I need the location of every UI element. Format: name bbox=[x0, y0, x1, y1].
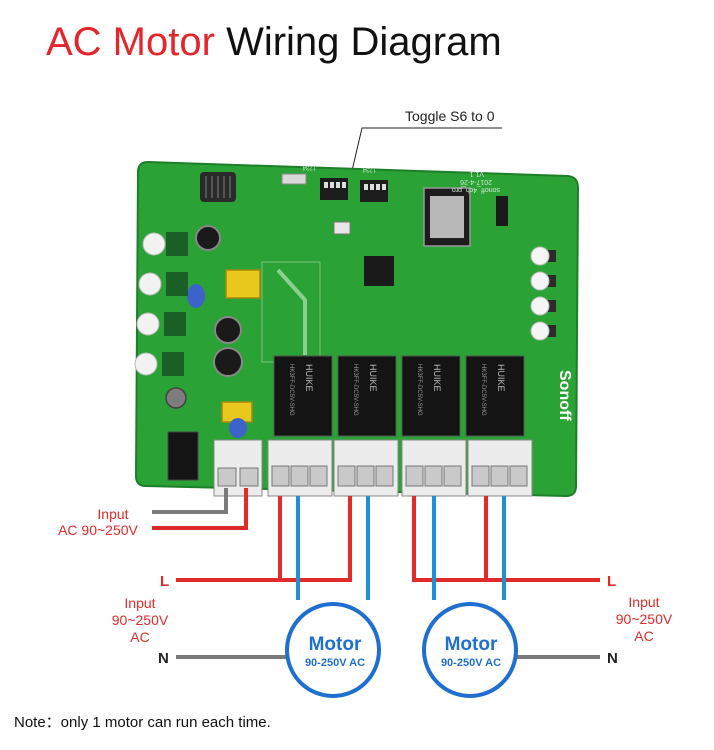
capacitor-2 bbox=[214, 316, 242, 344]
relay-brand: HUIKE bbox=[432, 364, 442, 392]
silk-date: 2017-4-26 bbox=[460, 178, 492, 185]
relay-model: HK3FF-DC5V-SHG bbox=[480, 364, 486, 416]
dip-switch-s6 bbox=[320, 178, 348, 200]
l-label-right: L bbox=[607, 573, 616, 590]
terminal-block-2 bbox=[333, 439, 399, 497]
left-input-line1: Input bbox=[124, 595, 155, 611]
relay-1: HUIKE HK3FF-DC5V-SHG bbox=[273, 355, 333, 437]
left-input-line3: AC bbox=[130, 629, 149, 645]
antenna-coil bbox=[200, 172, 236, 202]
motor-2-voltage: 90-250V AC bbox=[441, 657, 501, 669]
relay-brand: HUIKE bbox=[368, 364, 378, 392]
silk-revision: V1.1 bbox=[469, 170, 484, 177]
led-3 bbox=[530, 296, 556, 316]
motor-1-label: Motor bbox=[309, 634, 362, 655]
led-2 bbox=[530, 271, 556, 291]
header-pins bbox=[496, 196, 508, 226]
relay-model: HK3FF-DC5V-SHG bbox=[416, 364, 422, 416]
relay-brand: HUIKE bbox=[304, 364, 314, 392]
toggle-callout-text: Toggle S6 to 0 bbox=[405, 108, 495, 124]
wifi-module-shield bbox=[430, 196, 464, 238]
terminal-block-3 bbox=[401, 439, 467, 497]
varistor bbox=[187, 284, 205, 308]
n-label-left: N bbox=[158, 650, 169, 667]
relay-2: HUIKE HK3FF-DC5V-SHG bbox=[337, 355, 397, 437]
motor-1: Motor 90-250V AC bbox=[285, 602, 381, 698]
dc-power-jack bbox=[167, 431, 199, 481]
capacitor-3 bbox=[213, 347, 243, 377]
controller-board: 2017-4-26 V1.1 sonoff_4ch_pro 1234 1234 … bbox=[134, 160, 580, 498]
silk-switch-b: 1234 bbox=[362, 166, 376, 172]
terminal-block-1 bbox=[267, 439, 333, 497]
input-label-line1: Input bbox=[97, 506, 128, 522]
n-label-right: N bbox=[607, 650, 618, 667]
crystal bbox=[281, 173, 307, 185]
relay-3: HUIKE HK3FF-DC5V-SHG bbox=[401, 355, 461, 437]
title-red-part: AC Motor bbox=[46, 20, 215, 64]
relay-4: HUIKE HK3FF-DC5V-SHG bbox=[465, 355, 525, 437]
input-neutral-wire bbox=[152, 488, 228, 514]
footer-note: Note：only 1 motor can run each time. bbox=[14, 714, 271, 731]
terminal-block-4 bbox=[467, 439, 533, 497]
input-line-wire bbox=[152, 488, 248, 530]
button-4 bbox=[134, 352, 184, 376]
silk-model: sonoff_4ch_pro bbox=[452, 186, 500, 193]
led-4 bbox=[530, 321, 556, 341]
right-input-line3: AC bbox=[634, 628, 653, 644]
right-input-line2: 90~250V bbox=[616, 611, 673, 627]
terminal-block-power bbox=[213, 439, 263, 497]
left-input-line2: 90~250V bbox=[112, 612, 169, 628]
toggle-switch-s6 bbox=[333, 221, 351, 235]
button-3 bbox=[136, 312, 186, 336]
silk-switch-a: 1234 bbox=[302, 164, 316, 170]
l-bus-right bbox=[412, 496, 600, 582]
diagram-title: AC Motor Wiring Diagram bbox=[46, 22, 502, 62]
mcu-chip bbox=[364, 256, 394, 286]
right-input-line1: Input bbox=[628, 594, 659, 610]
relay-model: HK3FF-DC5V-SHG bbox=[352, 364, 358, 416]
l-bus-left bbox=[176, 496, 352, 582]
input-label-line2: AC 90~250V bbox=[58, 522, 138, 538]
motor-2-label: Motor bbox=[445, 634, 498, 655]
l-label-left: L bbox=[160, 573, 169, 590]
varistor-2 bbox=[229, 418, 247, 438]
brand-logo-text: Sonoff bbox=[556, 370, 573, 421]
dip-switch-2 bbox=[360, 180, 388, 202]
capacitor-small bbox=[165, 387, 187, 409]
silk-trace bbox=[276, 268, 307, 355]
button-2 bbox=[138, 272, 188, 296]
button-1 bbox=[142, 232, 188, 256]
title-black-part: Wiring Diagram bbox=[226, 20, 502, 64]
led-1 bbox=[530, 246, 556, 266]
relay-brand: HUIKE bbox=[496, 364, 506, 392]
motor-1-voltage: 90-250V AC bbox=[305, 657, 365, 669]
motor-2: Motor 90-250V AC bbox=[422, 602, 518, 698]
power-transformer bbox=[225, 269, 261, 299]
relay-model: HK3FF-DC5V-SHG bbox=[288, 364, 294, 416]
capacitor-1 bbox=[195, 225, 221, 251]
